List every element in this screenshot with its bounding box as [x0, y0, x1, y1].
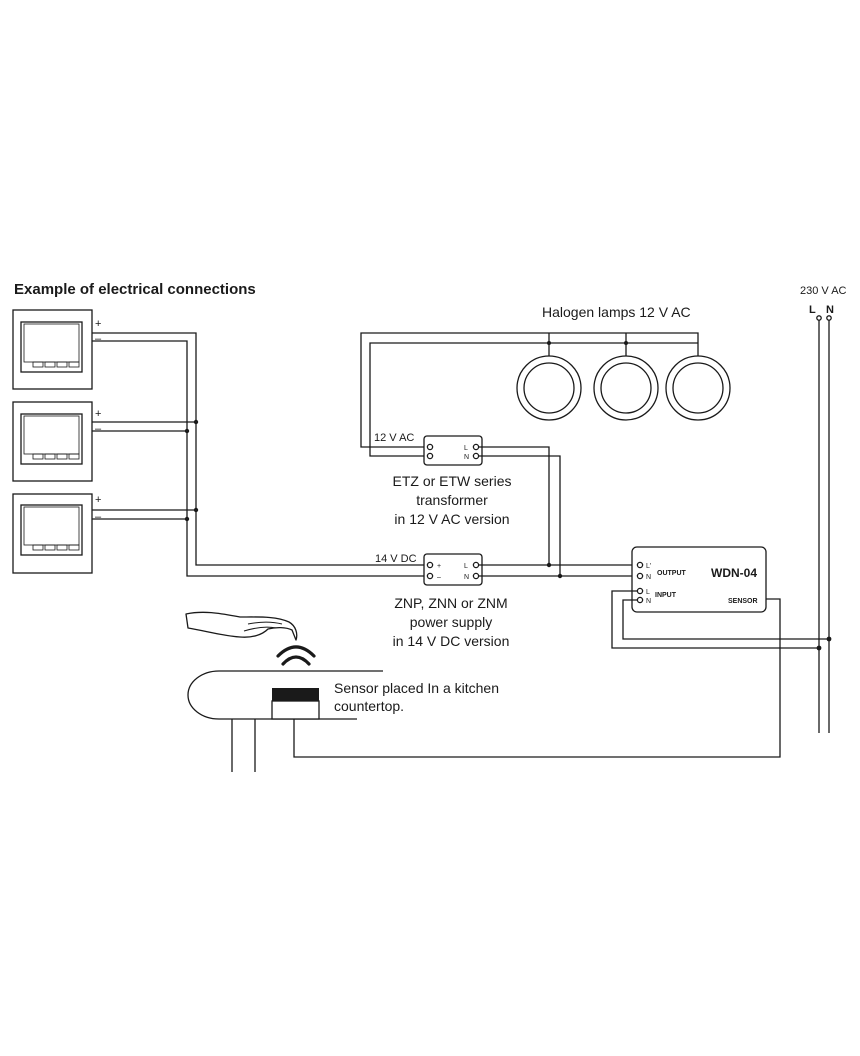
transformer-output-label: 12 V AC: [374, 432, 414, 444]
panel-2-key-4: [68, 453, 80, 460]
panel-3-minus-label: –: [95, 511, 102, 523]
mains-l-terminal: [816, 315, 822, 321]
mains-voltage-label: 230 V AC: [800, 285, 847, 297]
controller-input-label: INPUT: [655, 592, 677, 599]
panel-1-key-4: [68, 361, 80, 368]
controller-term-l: L: [646, 589, 650, 596]
panel-3-key-4: [68, 544, 80, 551]
power-supply-term-plus: +: [437, 563, 441, 570]
sensor-wave-icon: [276, 645, 316, 666]
mains-n-terminal: [826, 315, 832, 321]
panel-1-minus-label: –: [95, 333, 102, 345]
halogen-lamps: [360, 332, 731, 457]
transformer-box: [423, 435, 483, 466]
controller-term-n-input: N: [646, 598, 651, 605]
panel-2-key-3: [56, 453, 68, 460]
power-supply-box: [423, 553, 483, 586]
transformer-desc-1: ETZ or ETW series: [392, 473, 511, 489]
sensor-block: [272, 688, 319, 701]
countertop-edge: [187, 670, 383, 720]
panel-3-key-1: [32, 544, 44, 551]
power-supply-term-n: N: [464, 574, 469, 581]
transformer-desc-3: in 12 V AC version: [394, 511, 509, 527]
lamp-3-inner: [672, 362, 724, 414]
sensor-desc-1: Sensor placed In a kitchen: [334, 680, 499, 696]
controller-name: WDN-04: [711, 566, 757, 580]
panel-2-minus-label: –: [95, 423, 102, 435]
panel-1-display: [20, 321, 83, 373]
panel-1-key-3: [56, 361, 68, 368]
panel-wiring: [92, 332, 428, 577]
panel-3-key-2: [44, 544, 56, 551]
controller-sensor-label: SENSOR: [728, 598, 758, 605]
panel-2-display: [20, 413, 83, 465]
panel-1-key-2: [44, 361, 56, 368]
panel-2-key-2: [44, 453, 56, 460]
power-supply: + – L N: [423, 553, 483, 586]
panel-3: [12, 493, 93, 574]
hand-icon: [185, 611, 298, 641]
controller-box: [631, 546, 767, 613]
power-supply-desc-2: power supply: [410, 614, 493, 630]
controller-output-label: OUTPUT: [657, 570, 687, 577]
lamp-2-inner: [600, 362, 652, 414]
panel-1-plus-label: +: [95, 318, 101, 330]
panel-2-plus-label: +: [95, 408, 101, 420]
power-supply-output-label: 14 V DC: [375, 553, 417, 565]
controller-wdn04: L' N L N OUTPUT INPUT SENSOR WDN-04: [631, 546, 767, 613]
panel-3-plus-label: +: [95, 494, 101, 506]
panel-3-key-3: [56, 544, 68, 551]
panel-2-key-1: [32, 453, 44, 460]
panel-1: [12, 309, 93, 390]
power-supply-desc-3: in 14 V DC version: [393, 633, 510, 649]
transformer-term-l: L: [464, 445, 468, 452]
controller-term-l-prime: L': [646, 563, 651, 570]
power-supply-term-minus: –: [437, 574, 441, 581]
sensor-body: [271, 700, 320, 720]
diagram-title: Example of electrical connections: [14, 281, 256, 298]
sensor-desc-2: countertop.: [334, 698, 404, 714]
panel-2: [12, 401, 93, 482]
panel-1-key-1: [32, 361, 44, 368]
lamps-label: Halogen lamps 12 V AC: [542, 304, 691, 320]
power-supply-desc-1: ZNP, ZNN or ZNM: [394, 595, 507, 611]
transformer-term-n: N: [464, 454, 469, 461]
transformer: L N: [423, 435, 483, 466]
panel-3-display: [20, 504, 83, 556]
mains-n-label: N: [826, 304, 834, 316]
power-supply-term-l: L: [464, 563, 468, 570]
kitchen-countertop: [187, 670, 383, 772]
lamp-1-inner: [523, 362, 575, 414]
controller-term-n-output: N: [646, 574, 651, 581]
transformer-desc-2: transformer: [416, 492, 488, 508]
mains-l-label: L: [809, 304, 816, 316]
